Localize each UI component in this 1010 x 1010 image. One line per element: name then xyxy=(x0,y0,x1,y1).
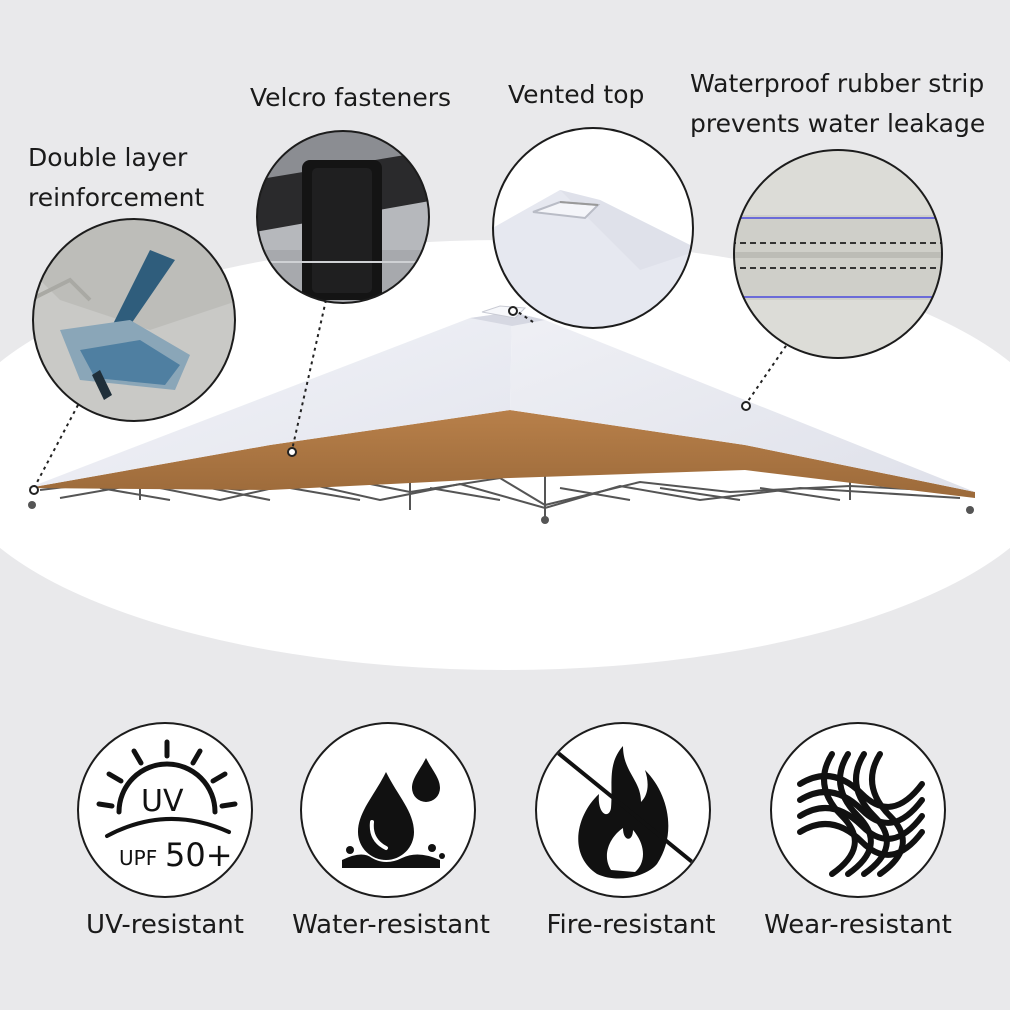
flame-crossed-icon xyxy=(545,742,709,879)
feature-label-uv: UV-resistant xyxy=(86,910,244,940)
canopy-valance xyxy=(28,410,975,498)
callout-waterproof: Waterproof rubber strip prevents water l… xyxy=(690,64,985,144)
feature-label-wear: Wear-resistant xyxy=(764,910,952,940)
callout-vented: Vented top xyxy=(508,75,644,115)
feature-water-disc xyxy=(300,722,476,898)
callout-double-layer-line2: reinforcement xyxy=(28,183,205,212)
canopy-roof-right xyxy=(510,312,975,492)
uv-sun-icon xyxy=(96,739,238,838)
feature-wear-disc xyxy=(770,722,946,898)
uv-badge-sub: UPF xyxy=(119,846,158,870)
callout-velcro-label: Velcro fasteners xyxy=(250,83,452,112)
magnifier-double-layer xyxy=(32,218,236,422)
uv-badge-main: UV xyxy=(141,784,184,819)
leader-lines xyxy=(33,299,791,489)
callout-double-layer-line1: Double layer xyxy=(28,143,188,172)
feature-uv-disc: UV UPF 50+ xyxy=(77,722,253,898)
canopy-roof-left xyxy=(28,312,512,488)
uv-badge-value: 50+ xyxy=(165,836,233,874)
callout-waterproof-line1: Waterproof rubber strip xyxy=(690,69,985,98)
callout-double-layer: Double layer reinforcement xyxy=(28,138,204,218)
magnifier-waterproof-strip xyxy=(733,149,943,359)
callout-velcro: Velcro fasteners xyxy=(250,78,451,118)
woven-fabric-icon xyxy=(797,751,925,877)
magnifier-velcro xyxy=(256,130,430,304)
feature-label-water: Water-resistant xyxy=(292,910,490,940)
feature-label-fire: Fire-resistant xyxy=(546,910,716,940)
callout-vented-label: Vented top xyxy=(508,80,645,109)
magnifier-vented-top xyxy=(492,127,694,329)
callout-waterproof-line2: prevents water leakage xyxy=(690,109,986,138)
feature-fire-disc xyxy=(535,722,711,898)
water-drop-icon xyxy=(342,758,445,868)
